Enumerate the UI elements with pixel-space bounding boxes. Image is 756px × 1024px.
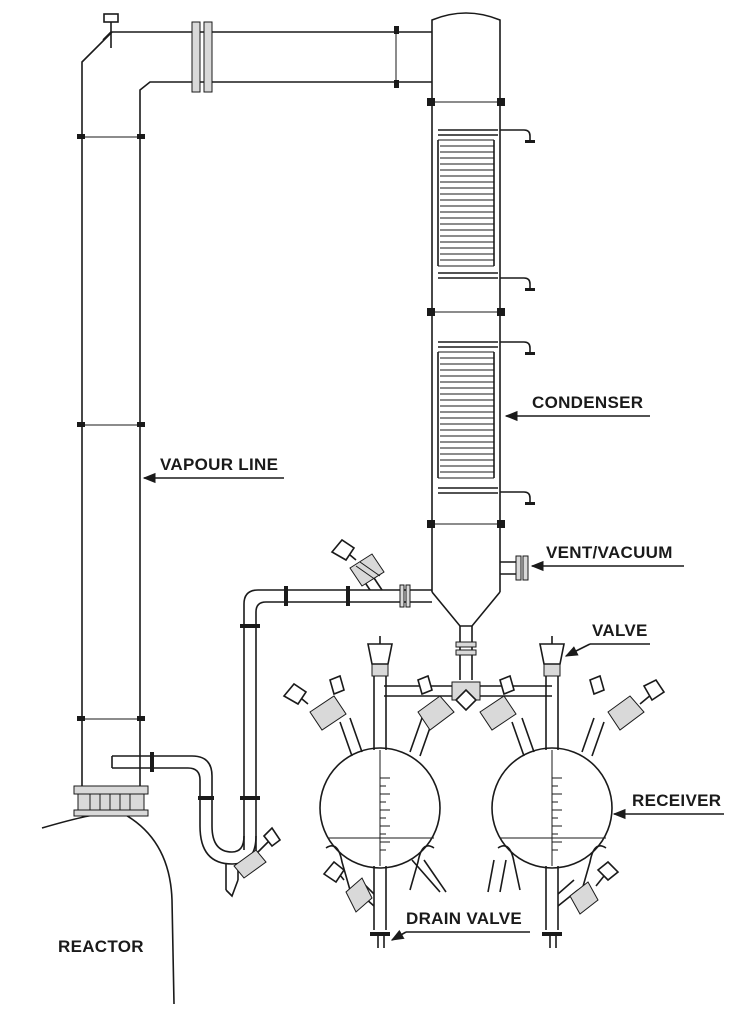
svg-text:CONDENSER: CONDENSER bbox=[532, 393, 643, 412]
receiver-manifold bbox=[384, 681, 552, 712]
right-receiver bbox=[479, 636, 666, 948]
coolant-nozzles bbox=[500, 129, 535, 505]
left-receiver bbox=[282, 636, 455, 948]
vapour-line-pipe bbox=[73, 13, 432, 817]
svg-text:VAPOUR LINE: VAPOUR LINE bbox=[160, 455, 278, 474]
svg-text:RECEIVER: RECEIVER bbox=[632, 791, 721, 810]
condenser-coil-upper bbox=[437, 129, 498, 279]
reactor-vessel bbox=[41, 813, 175, 1005]
svg-text:VALVE: VALVE bbox=[592, 621, 648, 640]
label-reactor: REACTOR bbox=[58, 937, 144, 956]
line-valve bbox=[330, 538, 385, 591]
label-valve: VALVE bbox=[564, 621, 650, 657]
label-receiver: RECEIVER bbox=[612, 791, 724, 820]
label-drain-valve: DRAIN VALVE bbox=[390, 909, 530, 941]
u-trap bbox=[111, 752, 282, 898]
svg-text:VENT/VACUUM: VENT/VACUUM bbox=[546, 543, 673, 562]
svg-text:REACTOR: REACTOR bbox=[58, 937, 144, 956]
condenser-shell bbox=[427, 12, 505, 680]
label-vapour-line: VAPOUR LINE bbox=[142, 455, 284, 484]
label-condenser: CONDENSER bbox=[504, 393, 650, 422]
label-vent-vacuum: VENT/VACUUM bbox=[530, 543, 684, 572]
return-line bbox=[240, 538, 432, 850]
svg-text:DRAIN VALVE: DRAIN VALVE bbox=[406, 909, 522, 928]
vent-vacuum-nozzle bbox=[500, 555, 529, 581]
condenser-coil-lower bbox=[437, 341, 498, 494]
